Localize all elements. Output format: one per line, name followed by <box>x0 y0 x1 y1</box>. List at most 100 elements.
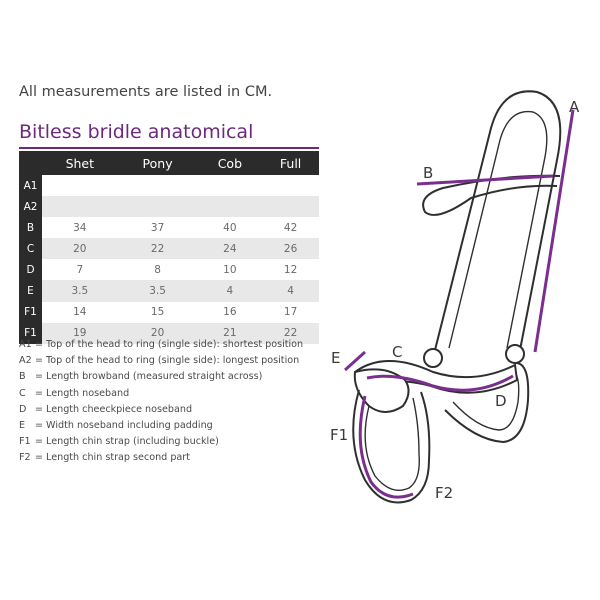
label-d: D <box>495 392 507 410</box>
table-cell: 20 <box>117 322 198 344</box>
table-cell <box>197 175 263 197</box>
table-cell: 42 <box>262 217 319 239</box>
legend-item: C =Length noseband <box>19 386 303 402</box>
legend-item: D =Length cheeckpiece noseband <box>19 402 303 418</box>
cheek-noseband <box>444 362 530 444</box>
row-label: C <box>19 238 42 260</box>
legend-equals: = <box>35 452 44 464</box>
row-label: F1 <box>19 322 42 344</box>
crownpiece-inner <box>448 110 548 349</box>
legend-text: Length noseband <box>46 387 130 399</box>
table-cell <box>197 196 263 218</box>
table-cell: 7 <box>42 259 118 281</box>
row-label: B <box>19 217 42 239</box>
table-row: D 7 8 10 12 <box>19 259 319 281</box>
table-cell: 14 <box>42 301 118 323</box>
row-label: D <box>19 259 42 281</box>
legend-item: F2 =Length chin strap second part <box>19 450 303 466</box>
table-cell: 8 <box>117 259 198 281</box>
legend-item: E =Width noseband including padding <box>19 418 303 434</box>
table-cell <box>117 196 198 218</box>
table-row: E 3.5 3.5 4 4 <box>19 280 319 302</box>
table-cell: 26 <box>262 238 319 260</box>
title-underline <box>19 147 319 149</box>
table-cell: 10 <box>197 259 263 281</box>
legend-item: A1=Top of the head to ring (single side)… <box>19 337 303 353</box>
table-cell: 3.5 <box>117 280 198 302</box>
table-cell <box>117 175 198 197</box>
legend-text: Length cheeckpiece noseband <box>46 403 193 415</box>
legend-equals: = <box>35 387 44 399</box>
legend-text: Length chin strap (including buckle) <box>46 436 219 448</box>
table-cell <box>262 175 319 197</box>
table-corner <box>19 151 42 175</box>
table-cell: 21 <box>197 322 263 344</box>
right-ring <box>505 344 525 364</box>
bridle-diagram: A B C D E F1 F2 <box>330 90 580 504</box>
legend-text: Top of the head to ring (single side): l… <box>46 355 300 367</box>
table-row: F1 14 15 16 17 <box>19 301 319 323</box>
legend-code: F1 <box>19 436 31 448</box>
legend-text: Top of the head to ring (single side): s… <box>46 339 304 350</box>
table-cell <box>42 196 118 218</box>
table-cell: 4 <box>197 280 263 302</box>
product-title: Bitless bridle anatomical <box>19 121 254 143</box>
size-table: Shet Pony Cob Full A1 A2 B 34 37 40 42 <box>19 151 319 344</box>
table-cell: 17 <box>262 301 319 323</box>
table-cell: 22 <box>117 238 198 260</box>
table-row: A1 <box>19 175 319 197</box>
row-label: A1 <box>19 175 42 197</box>
legend-code: C <box>19 387 26 399</box>
row-label: F1 <box>19 301 42 323</box>
legend-item: F1=Length chin strap (including buckle) <box>19 434 303 450</box>
legend-text: Length browband (measured straight acros… <box>46 371 263 383</box>
legend-equals: = <box>35 355 44 367</box>
table-cell: 24 <box>197 238 263 260</box>
table-cell: 34 <box>42 217 118 239</box>
legend-equals: = <box>35 339 44 350</box>
row-label: E <box>19 280 42 302</box>
table-row: B 34 37 40 42 <box>19 217 319 239</box>
column-header: Shet <box>42 151 118 175</box>
label-f2: F2 <box>435 484 453 502</box>
legend-code: A2 <box>19 355 32 367</box>
legend-code: D <box>19 403 27 415</box>
legend-text: Length chin strap second part <box>46 452 190 464</box>
table-cell: 4 <box>262 280 319 302</box>
label-e: E <box>331 349 340 367</box>
table-cell <box>262 196 319 218</box>
row-label: A2 <box>19 196 42 218</box>
table-cell: 3.5 <box>42 280 118 302</box>
legend-item: A2=Top of the head to ring (single side)… <box>19 353 303 369</box>
label-f1: F1 <box>330 426 348 444</box>
legend-code: F2 <box>19 452 31 464</box>
table-row: F1 19 20 21 22 <box>19 322 319 344</box>
table-row: A2 <box>19 196 319 218</box>
legend-code: A1 <box>19 339 32 350</box>
column-header: Full <box>262 151 319 175</box>
table-cell: 15 <box>117 301 198 323</box>
legend-equals: = <box>35 420 44 432</box>
label-b: B <box>423 164 433 182</box>
table-cell: 12 <box>262 259 319 281</box>
legend-equals: = <box>35 371 44 383</box>
crownpiece <box>434 90 562 351</box>
measurement-legend: A1=Top of the head to ring (single side)… <box>19 337 303 467</box>
measure-line-b <box>416 174 554 186</box>
column-header: Pony <box>117 151 198 175</box>
legend-item: B =Length browband (measured straight acr… <box>19 369 303 385</box>
measure-line-f1 <box>358 395 414 499</box>
legend-text: Width noseband including padding <box>46 420 213 432</box>
table-cell: 40 <box>197 217 263 239</box>
measure-line-a <box>533 109 575 353</box>
table-cell: 22 <box>262 322 319 344</box>
legend-code: B <box>19 371 26 383</box>
label-c: C <box>392 343 402 361</box>
nose-pad <box>353 368 410 413</box>
table-header-row: Shet Pony Cob Full <box>19 151 319 175</box>
column-header: Cob <box>197 151 263 175</box>
table-cell: 37 <box>117 217 198 239</box>
legend-code: E <box>19 420 26 432</box>
legend-equals: = <box>35 403 44 415</box>
table-cell: 20 <box>42 238 118 260</box>
